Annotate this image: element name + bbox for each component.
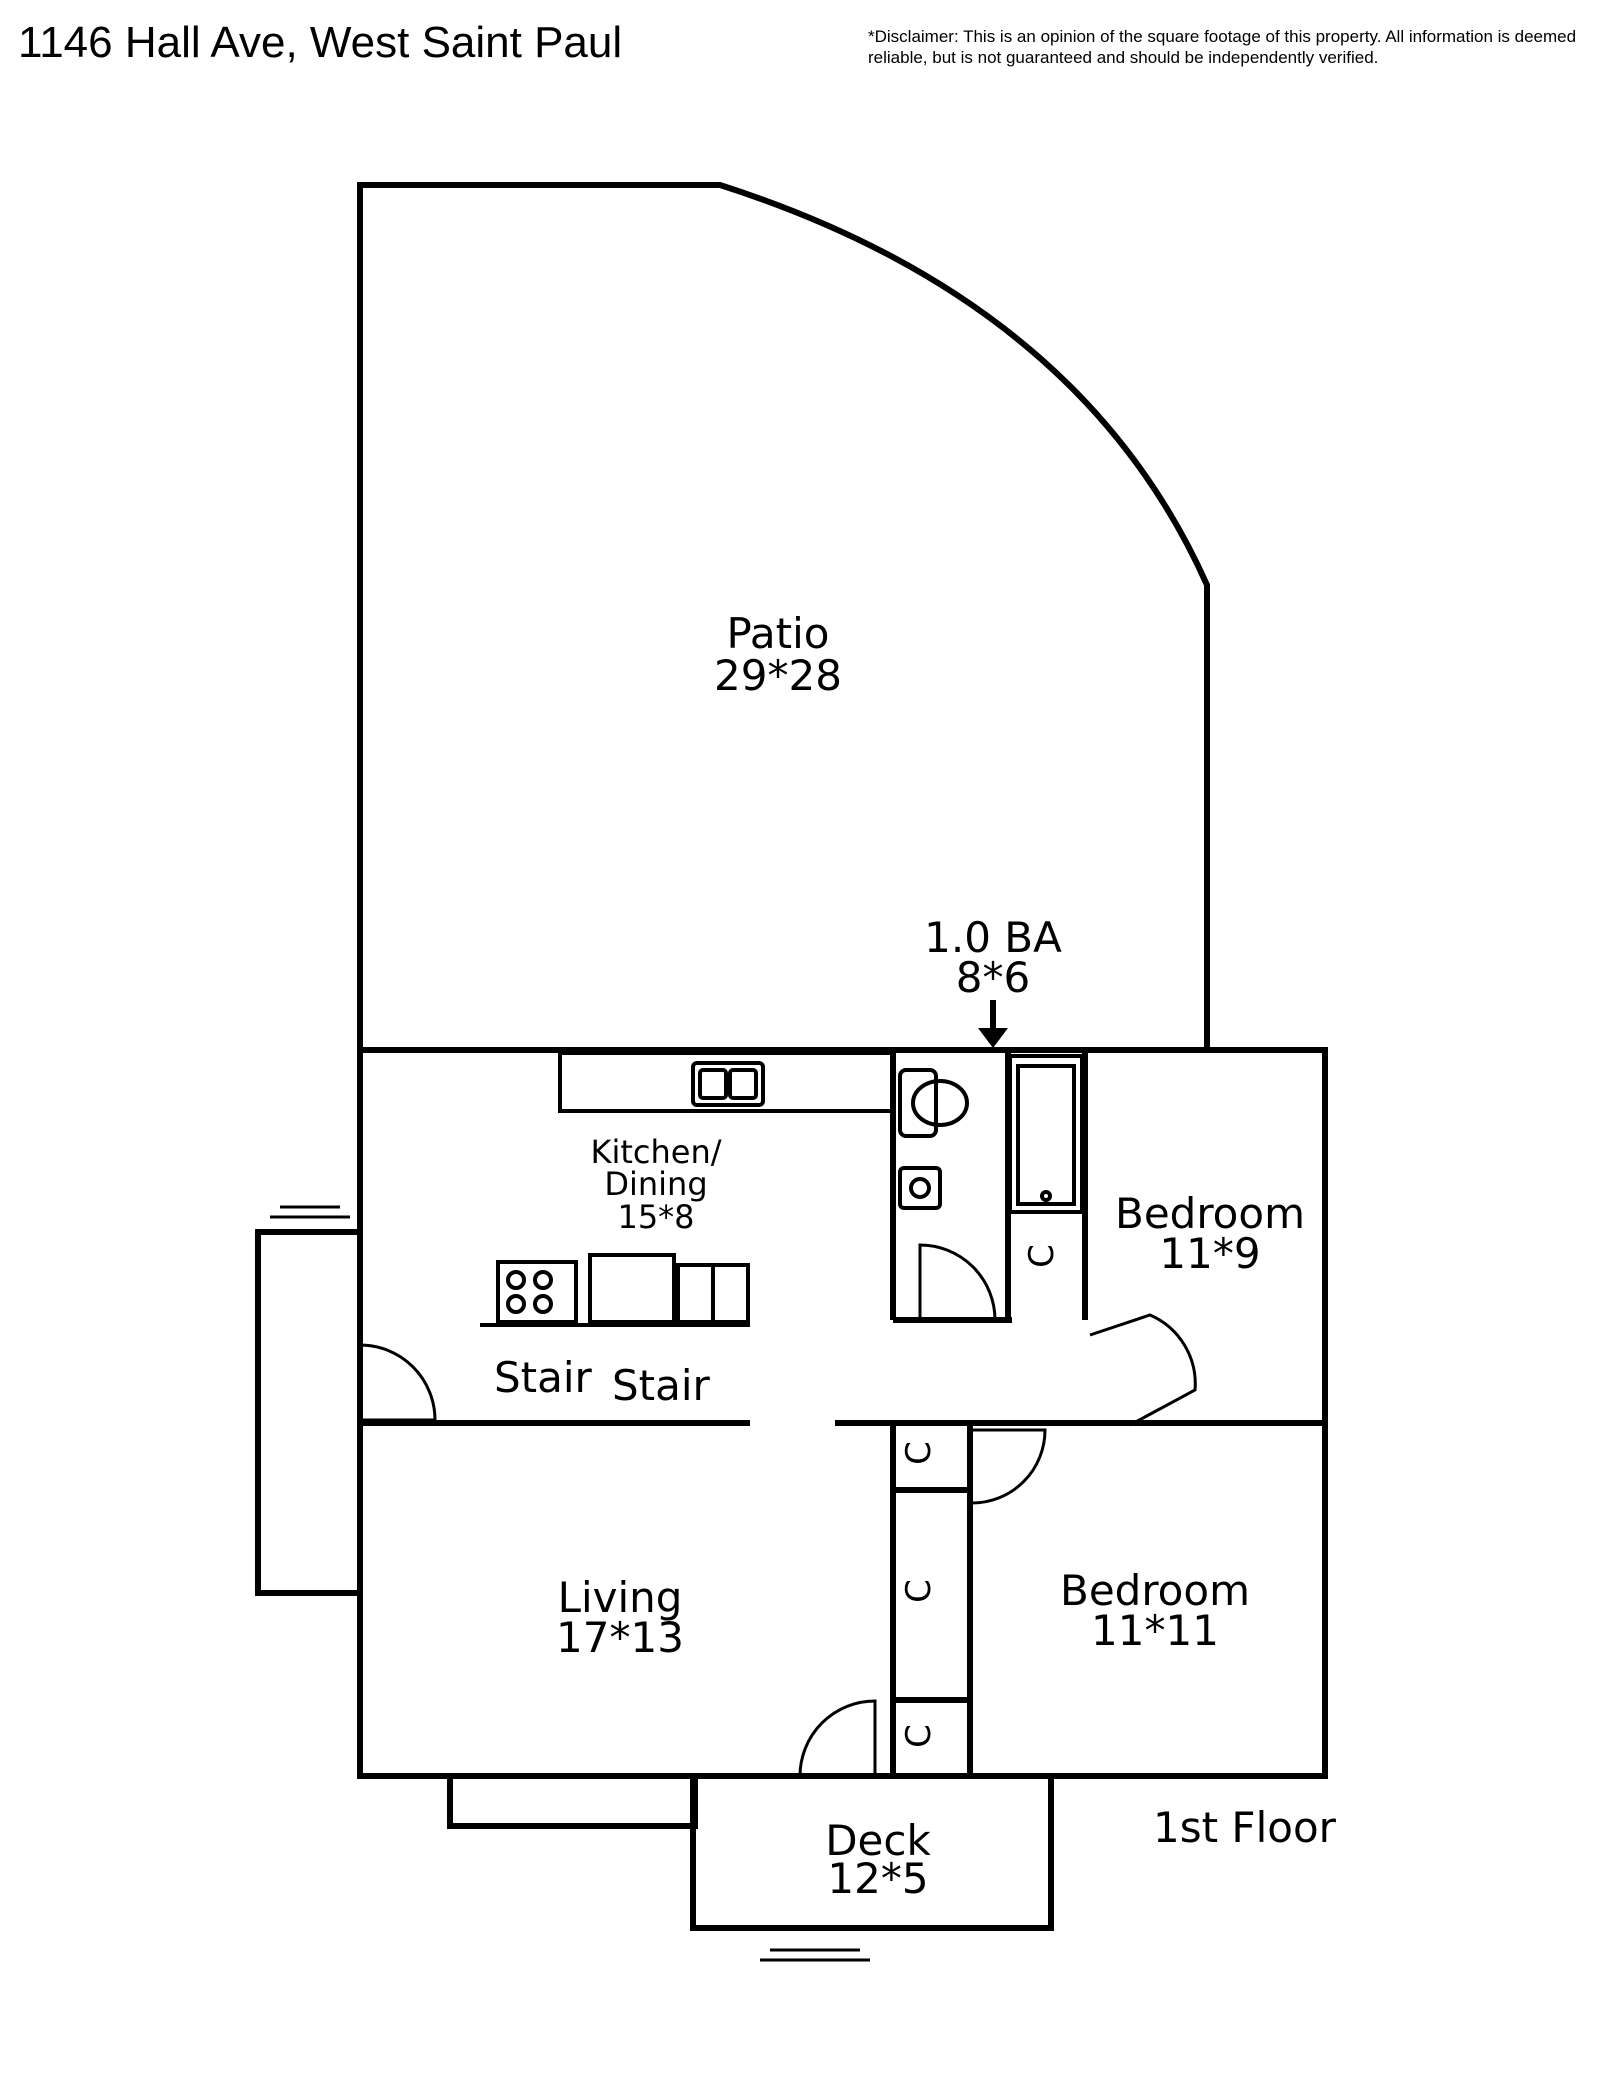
stair-label-1: Stair <box>494 1353 593 1402</box>
deck-name: Deck <box>825 1816 931 1865</box>
kitchen-name-line2: Dining <box>604 1165 707 1203</box>
closet-label: C <box>899 1441 939 1465</box>
house-outline <box>357 1047 1328 1779</box>
property-address: 1146 Hall Ave, West Saint Paul <box>18 18 623 67</box>
living-dims: 17*13 <box>556 1613 684 1662</box>
living-notch <box>447 1776 698 1829</box>
bedroom2-name: Bedroom <box>1060 1566 1250 1615</box>
deck-dims: 12*5 <box>827 1854 928 1903</box>
bedroom1-name: Bedroom <box>1115 1189 1305 1238</box>
stair-label-2: Stair <box>612 1361 711 1410</box>
bedroom1-dims: 11*9 <box>1159 1229 1260 1278</box>
living-name: Living <box>558 1573 683 1622</box>
side-steps <box>255 1229 360 1596</box>
bath-arrow-icon <box>978 1000 1008 1048</box>
bath-name: 1.0 BA <box>924 913 1062 962</box>
closet-label: C <box>1022 1244 1062 1268</box>
closet-label: C <box>899 1579 939 1603</box>
bath-dims: 8*6 <box>956 953 1030 1002</box>
kitchen-dims: 15*8 <box>617 1198 694 1236</box>
kitchen-name-line1: Kitchen/ <box>590 1133 721 1171</box>
patio-outline <box>357 182 1210 1050</box>
patio-dims: 29*28 <box>714 651 842 700</box>
closet-label: C <box>899 1724 939 1748</box>
disclaimer-text: *Disclaimer: This is an opinion of the s… <box>868 27 1577 67</box>
bedroom2-dims: 11*11 <box>1091 1606 1219 1655</box>
patio-name: Patio <box>726 609 829 658</box>
floor-label: 1st Floor <box>1153 1803 1337 1852</box>
